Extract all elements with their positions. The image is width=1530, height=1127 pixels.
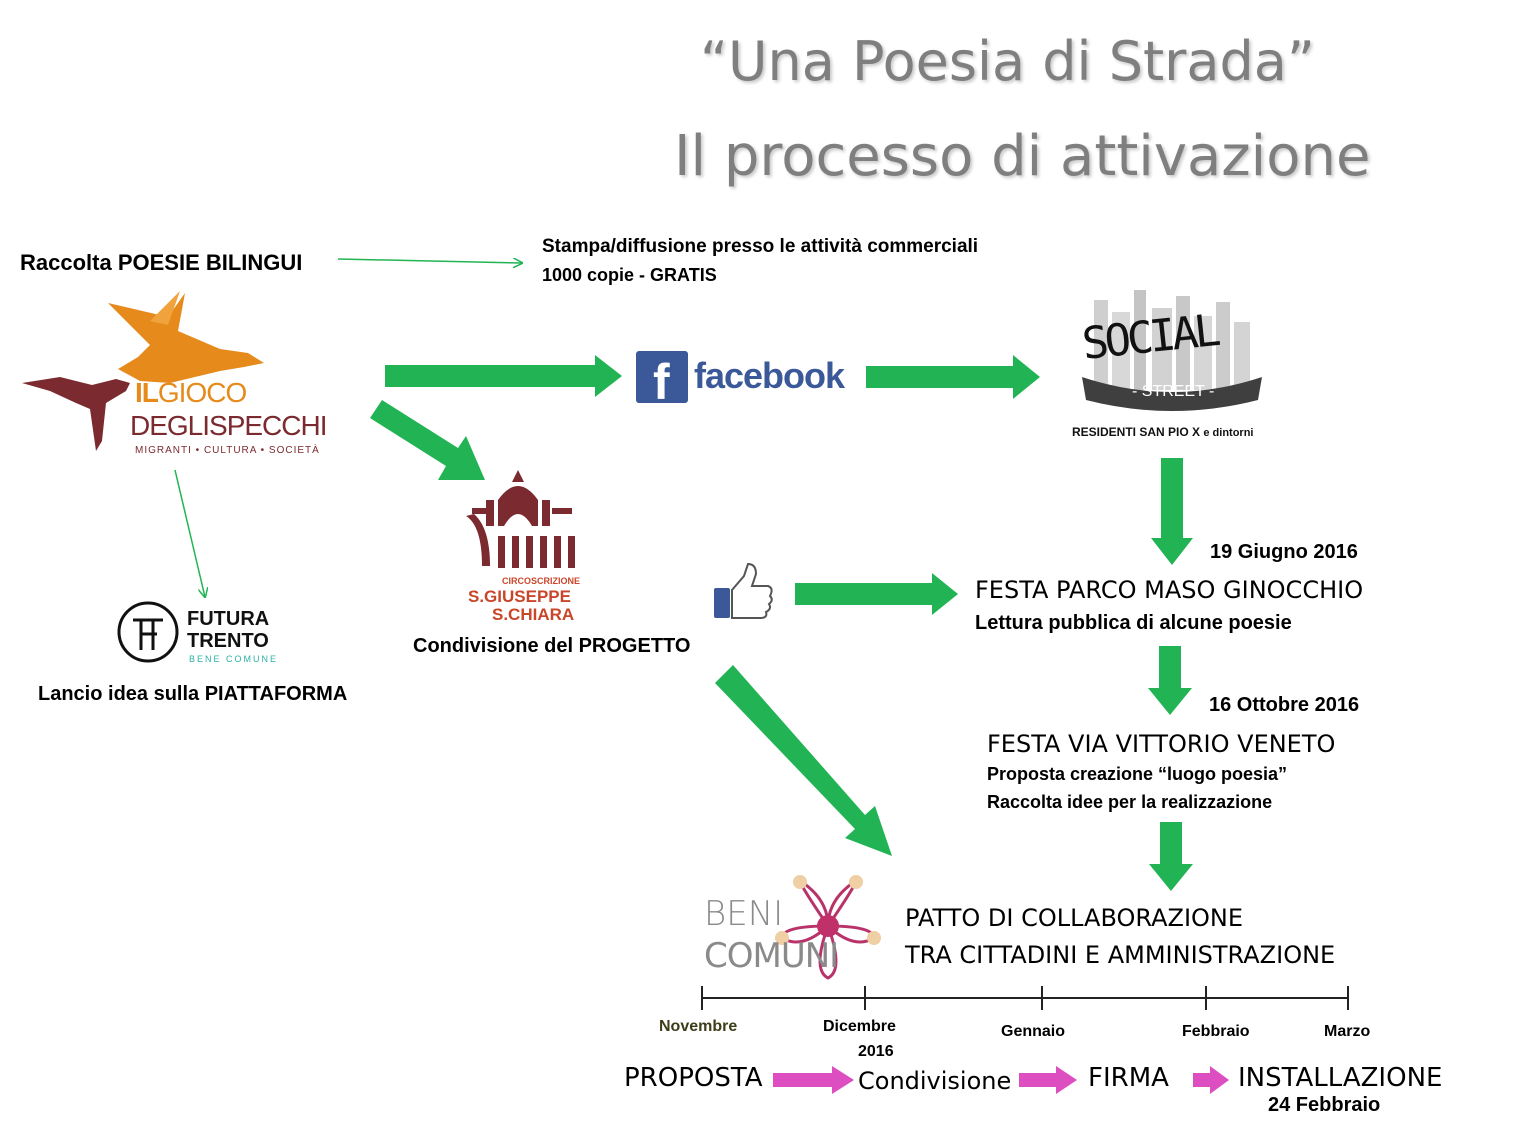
step-proposta: PROPOSTA	[624, 1063, 763, 1093]
lancio-label: Lancio idea sulla PIATTAFORMA	[38, 683, 348, 705]
arrow-circoscrizione-to-beni	[715, 665, 892, 856]
gioco-degli-specchi-logo: ILGIOCO DEGLISPECCHI MIGRANTI • CULTURA …	[20, 285, 330, 465]
month-novembre: Novembre	[659, 1018, 738, 1035]
month-gennaio: Gennaio	[1001, 1023, 1066, 1040]
arrow-raccolta-to-stampa	[337, 259, 522, 263]
installazione-date: 24 Febbraio	[1268, 1094, 1381, 1116]
title-line-1: “Una Poesia di Strada”	[700, 30, 1315, 93]
festa2-sub-2: Raccolta idee per la realizzazione	[987, 792, 1273, 812]
geese-icon	[22, 291, 264, 451]
gioco-tagline: MIGRANTI • CULTURA • SOCIETÀ	[135, 445, 320, 456]
gioco-degli: DEGLI	[130, 410, 210, 441]
festa2-sub-1: Proposta creazione “luogo poesia”	[987, 764, 1288, 784]
facebook-icon: f	[636, 351, 688, 410]
festa1-sub: Lettura pubblica di alcune poesie	[975, 612, 1292, 634]
comuni-word: COMUNI	[704, 936, 839, 976]
arrow-facebook-to-social	[866, 355, 1040, 399]
stampa-line-1: Stampa/diffusione presso le attività com…	[542, 236, 979, 257]
step-firma: FIRMA	[1088, 1063, 1169, 1093]
thumbs-up-icon	[714, 562, 773, 619]
facebook-logo: f facebook	[636, 351, 856, 410]
gioco-gioco: GIOCO	[157, 377, 247, 408]
circoscrizione-line-1: S.GIUSEPPE	[468, 587, 571, 606]
social-street-caption: RESIDENTI SAN PIO X	[1072, 425, 1201, 439]
date-16-ottobre: 16 Ottobre 2016	[1209, 694, 1360, 716]
arrow-social-to-festa1	[1151, 458, 1193, 565]
month-marzo: Marzo	[1324, 1023, 1371, 1040]
arrow-like-to-festa1	[795, 573, 958, 615]
circoscrizione-line-2: S.CHIARA	[492, 605, 575, 624]
flower-icon	[775, 875, 881, 980]
arrow-gioco-to-futura	[174, 469, 205, 597]
arch-icon	[466, 470, 575, 568]
stampa-line-2: 1000 copie - GRATIS	[542, 265, 717, 285]
futura-trento-logo: FUTURA TRENTO BENE COMUNE	[115, 598, 295, 670]
beni-word: BENI	[704, 894, 784, 934]
festa1-title: FESTA PARCO MASO GINOCCHIO	[975, 576, 1364, 604]
festa2-title: FESTA VIA VITTORIO VENETO	[987, 730, 1336, 758]
patto-line-1: PATTO DI COLLABORAZIONE	[905, 904, 1244, 932]
arrow-proposta-to-condivisione	[773, 1066, 854, 1094]
futura-circle-icon	[117, 601, 179, 663]
gioco-il: IL	[135, 377, 159, 408]
year-2016: 2016	[858, 1043, 894, 1060]
title-line-2: Il processo di attivazione	[674, 124, 1371, 189]
city-skyline-icon	[1082, 290, 1262, 411]
circoscrizione-small: CIRCOSCRIZIONE	[502, 576, 581, 586]
circoscrizione-logo: CIRCOSCRIZIONE S.GIUSEPPE S.CHIARA	[462, 466, 592, 626]
arrow-condivisione-to-firma	[1019, 1066, 1077, 1094]
futura-line-2: TRENTO	[187, 630, 269, 652]
condivisione-progetto-label: Condivisione del PROGETTO	[413, 635, 691, 657]
futura-line-1: FUTURA	[187, 608, 270, 630]
arrow-festa1-to-festa2	[1148, 646, 1192, 715]
arrow-gioco-to-circoscrizione	[370, 400, 485, 480]
month-febbraio: Febbraio	[1182, 1023, 1250, 1040]
step-condivisione: Condivisione	[858, 1067, 1012, 1095]
step-installazione: INSTALLAZIONE	[1238, 1063, 1443, 1093]
futura-line-3: BENE COMUNE	[189, 654, 279, 664]
social-street-logo: SOCIAL - STREET - RESIDENTI SAN PIO X e …	[1072, 282, 1272, 442]
raccolta-label: Raccolta POESIE BILINGUI	[20, 250, 303, 275]
beni-comuni-logo: BENI COMUNI	[702, 870, 892, 980]
arrow-firma-to-installazione	[1193, 1066, 1229, 1094]
street-word: - STREET -	[1132, 383, 1215, 400]
arrow-gioco-to-facebook	[385, 355, 622, 397]
social-street-caption-small: e dintorni	[1203, 427, 1254, 439]
gioco-specchi: SPECCHI	[209, 410, 327, 441]
patto-line-2: TRA CITTADINI E AMMINISTRAZIONE	[905, 941, 1336, 969]
facebook-wordmark: facebook	[694, 355, 845, 396]
month-dicembre: Dicembre	[823, 1018, 896, 1035]
arrow-festa2-to-patto	[1149, 822, 1193, 891]
date-19-giugno: 19 Giugno 2016	[1210, 541, 1358, 563]
